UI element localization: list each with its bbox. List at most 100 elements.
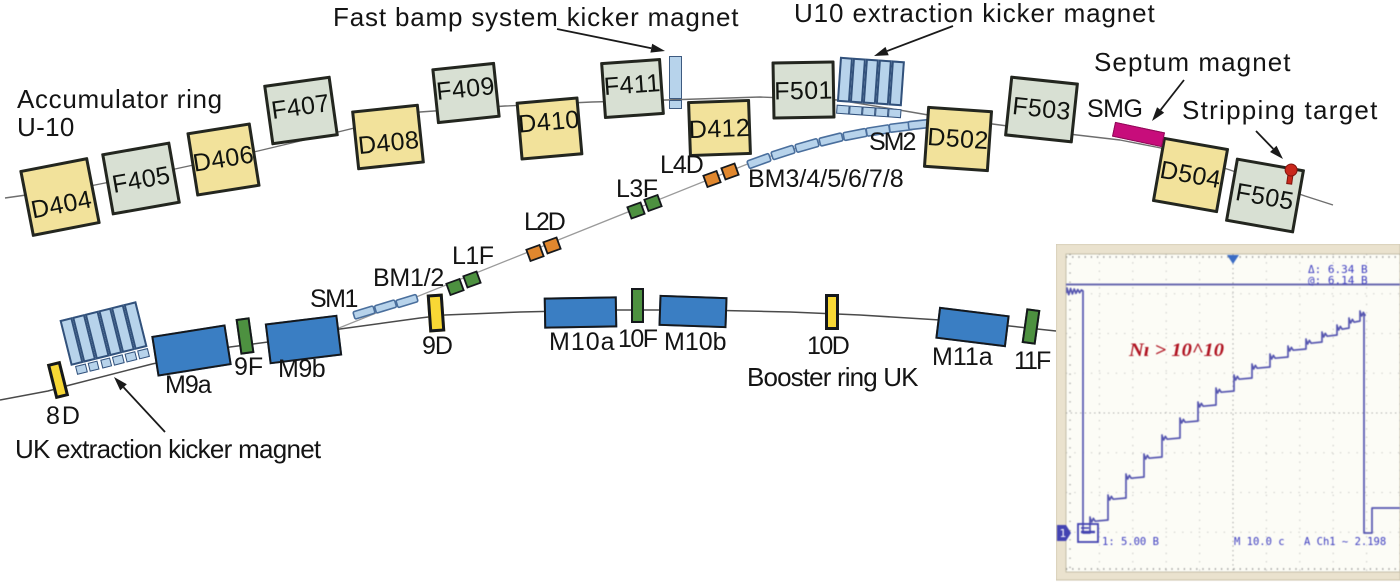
kicker-foot bbox=[835, 104, 850, 115]
quad-pair-label: L2D bbox=[524, 208, 566, 236]
magnet-box-label: F405 bbox=[109, 160, 173, 199]
uk-kicker-label-arrow bbox=[114, 377, 166, 433]
magnet-box-label: D408 bbox=[356, 125, 421, 160]
fast-bump-label: Fast bamp system kicker magnet bbox=[333, 2, 740, 32]
quad-square-L3F bbox=[643, 193, 663, 213]
scope-bottom-right: A Ch1 ~ 2.198 bbox=[1304, 536, 1386, 548]
quad-square-L4D bbox=[702, 169, 722, 189]
transfer-label: SM1 bbox=[310, 285, 358, 313]
magnet-box-label: D404 bbox=[28, 184, 95, 224]
magnet-box-D408: D408 bbox=[351, 103, 425, 171]
kicker-foot bbox=[887, 108, 902, 118]
quad-pair-label: L4D bbox=[660, 151, 704, 179]
u10-kicker-label-arrow bbox=[874, 25, 954, 56]
magnet-box-label: D502 bbox=[926, 122, 990, 155]
quad-square-L2D bbox=[542, 236, 562, 255]
kicker-foot bbox=[848, 105, 863, 116]
booster-ring-beamline bbox=[0, 309, 1057, 401]
dipole-label: M9a bbox=[165, 371, 212, 399]
transfer-label: SM2 bbox=[869, 128, 916, 156]
quad-9D bbox=[426, 293, 446, 333]
sm1-bm12-segment bbox=[373, 299, 398, 314]
transfer-label: BM3/4/5/6/7/8 bbox=[748, 165, 904, 193]
magnet-box-label: D410 bbox=[516, 104, 581, 139]
magnet-box-F503: F503 bbox=[1003, 75, 1079, 143]
magnet-box-D412: D412 bbox=[686, 98, 752, 158]
fast-bump-kicker-foot bbox=[669, 100, 682, 109]
bm-chain-segment bbox=[842, 127, 868, 142]
trigger-marker-icon bbox=[1227, 255, 1239, 264]
magnet-box-D502: D502 bbox=[922, 105, 994, 173]
quad-label: 10D bbox=[807, 332, 850, 360]
kicker-foot bbox=[136, 347, 150, 359]
quad-label: 9F bbox=[234, 353, 264, 381]
magnet-box-F409: F409 bbox=[431, 61, 501, 125]
stripping-label: Stripping target bbox=[1182, 95, 1379, 125]
magnet-box-F407: F407 bbox=[263, 75, 339, 145]
dipole-M10b bbox=[658, 294, 728, 328]
region-label: Accumulator ring bbox=[17, 84, 223, 114]
scope-bottom-left: 1: 5.00 B bbox=[1102, 536, 1159, 548]
kicker-foot bbox=[87, 360, 100, 372]
kicker-foot bbox=[111, 353, 125, 366]
magnet-box-label: F503 bbox=[1010, 91, 1072, 126]
magnet-box-D404: D404 bbox=[19, 156, 101, 238]
bm-chain-segment bbox=[746, 152, 772, 170]
quad-square-L1F bbox=[445, 277, 465, 297]
septum-label-arrow bbox=[1152, 79, 1185, 121]
dipole-label: M10b bbox=[664, 328, 727, 356]
u10-extraction-kicker bbox=[835, 57, 905, 118]
magnet-box-F405: F405 bbox=[101, 140, 181, 216]
scope-bottom-mid: M 10.0 c bbox=[1234, 536, 1285, 548]
dipole-M10a bbox=[543, 295, 617, 329]
region-label: Booster ring UK bbox=[747, 362, 918, 392]
magnet-box-F501: F501 bbox=[770, 60, 836, 120]
sm1-bm12-segment bbox=[395, 293, 419, 309]
quad-label: 8D bbox=[46, 402, 82, 430]
channel1-number: 1 bbox=[1060, 527, 1067, 540]
quad-label: 9D bbox=[422, 332, 453, 360]
quad-square-L4D bbox=[720, 162, 740, 181]
magnet-box-label: F505 bbox=[1233, 177, 1297, 216]
kicker-slat bbox=[888, 60, 905, 107]
magnet-box-F411: F411 bbox=[599, 57, 665, 119]
magnet-box-F505: F505 bbox=[1224, 156, 1306, 234]
magnet-box-D504: D504 bbox=[1151, 136, 1229, 214]
u10-kicker-label: U10 extraction kicker magnet bbox=[794, 0, 1156, 28]
stripping-label-arrow bbox=[1255, 130, 1283, 159]
magnet-box-label: F409 bbox=[434, 71, 497, 106]
quad-label: 10F bbox=[618, 325, 658, 353]
magnet-box-D410: D410 bbox=[515, 95, 583, 161]
quad-square-L1F bbox=[462, 270, 482, 289]
region-label: U-10 bbox=[17, 112, 75, 142]
magnet-box-label: F407 bbox=[269, 88, 332, 125]
magnet-box-label: F411 bbox=[602, 68, 662, 101]
bm-chain-segment bbox=[818, 132, 844, 147]
fast-bump-kicker-bar bbox=[669, 55, 682, 99]
kicker-foot bbox=[861, 106, 876, 117]
kicker-foot bbox=[74, 363, 88, 375]
transfer-label: BM1/2 bbox=[373, 264, 445, 292]
bm-chain-segment bbox=[794, 138, 820, 153]
kicker-foot bbox=[124, 350, 137, 363]
quad-10D bbox=[825, 294, 839, 330]
quad-pair-label: L3F bbox=[616, 175, 658, 203]
smg-label: SMG bbox=[1087, 95, 1143, 123]
scope-readout-delta: Δ: 6.34 B bbox=[1308, 263, 1368, 276]
fast-bump-label-arrow bbox=[556, 28, 665, 53]
dipole-label: M11a bbox=[932, 343, 993, 371]
magnet-box-label: F501 bbox=[773, 75, 833, 106]
scope-readout-at: @: 6.14 B bbox=[1308, 274, 1368, 287]
magnet-box-label: D504 bbox=[1157, 155, 1223, 194]
oscilloscope-inset: 1 Δ: 6.34 B@: 6.14 B Nı > 10^10 1: 5.00 B M … bbox=[1056, 244, 1400, 581]
dipole-label: M9b bbox=[278, 355, 326, 383]
channel1-marker-icon: 1 bbox=[1057, 523, 1099, 543]
scope-annotation: Nı > 10^10 bbox=[1128, 340, 1225, 361]
uk-kicker-label: UK extraction kicker magnet bbox=[15, 434, 321, 464]
kicker-foot bbox=[874, 107, 889, 118]
quad-10F bbox=[630, 287, 644, 323]
magnet-box-label: D406 bbox=[190, 139, 256, 178]
bm-chain-segment bbox=[770, 144, 796, 161]
